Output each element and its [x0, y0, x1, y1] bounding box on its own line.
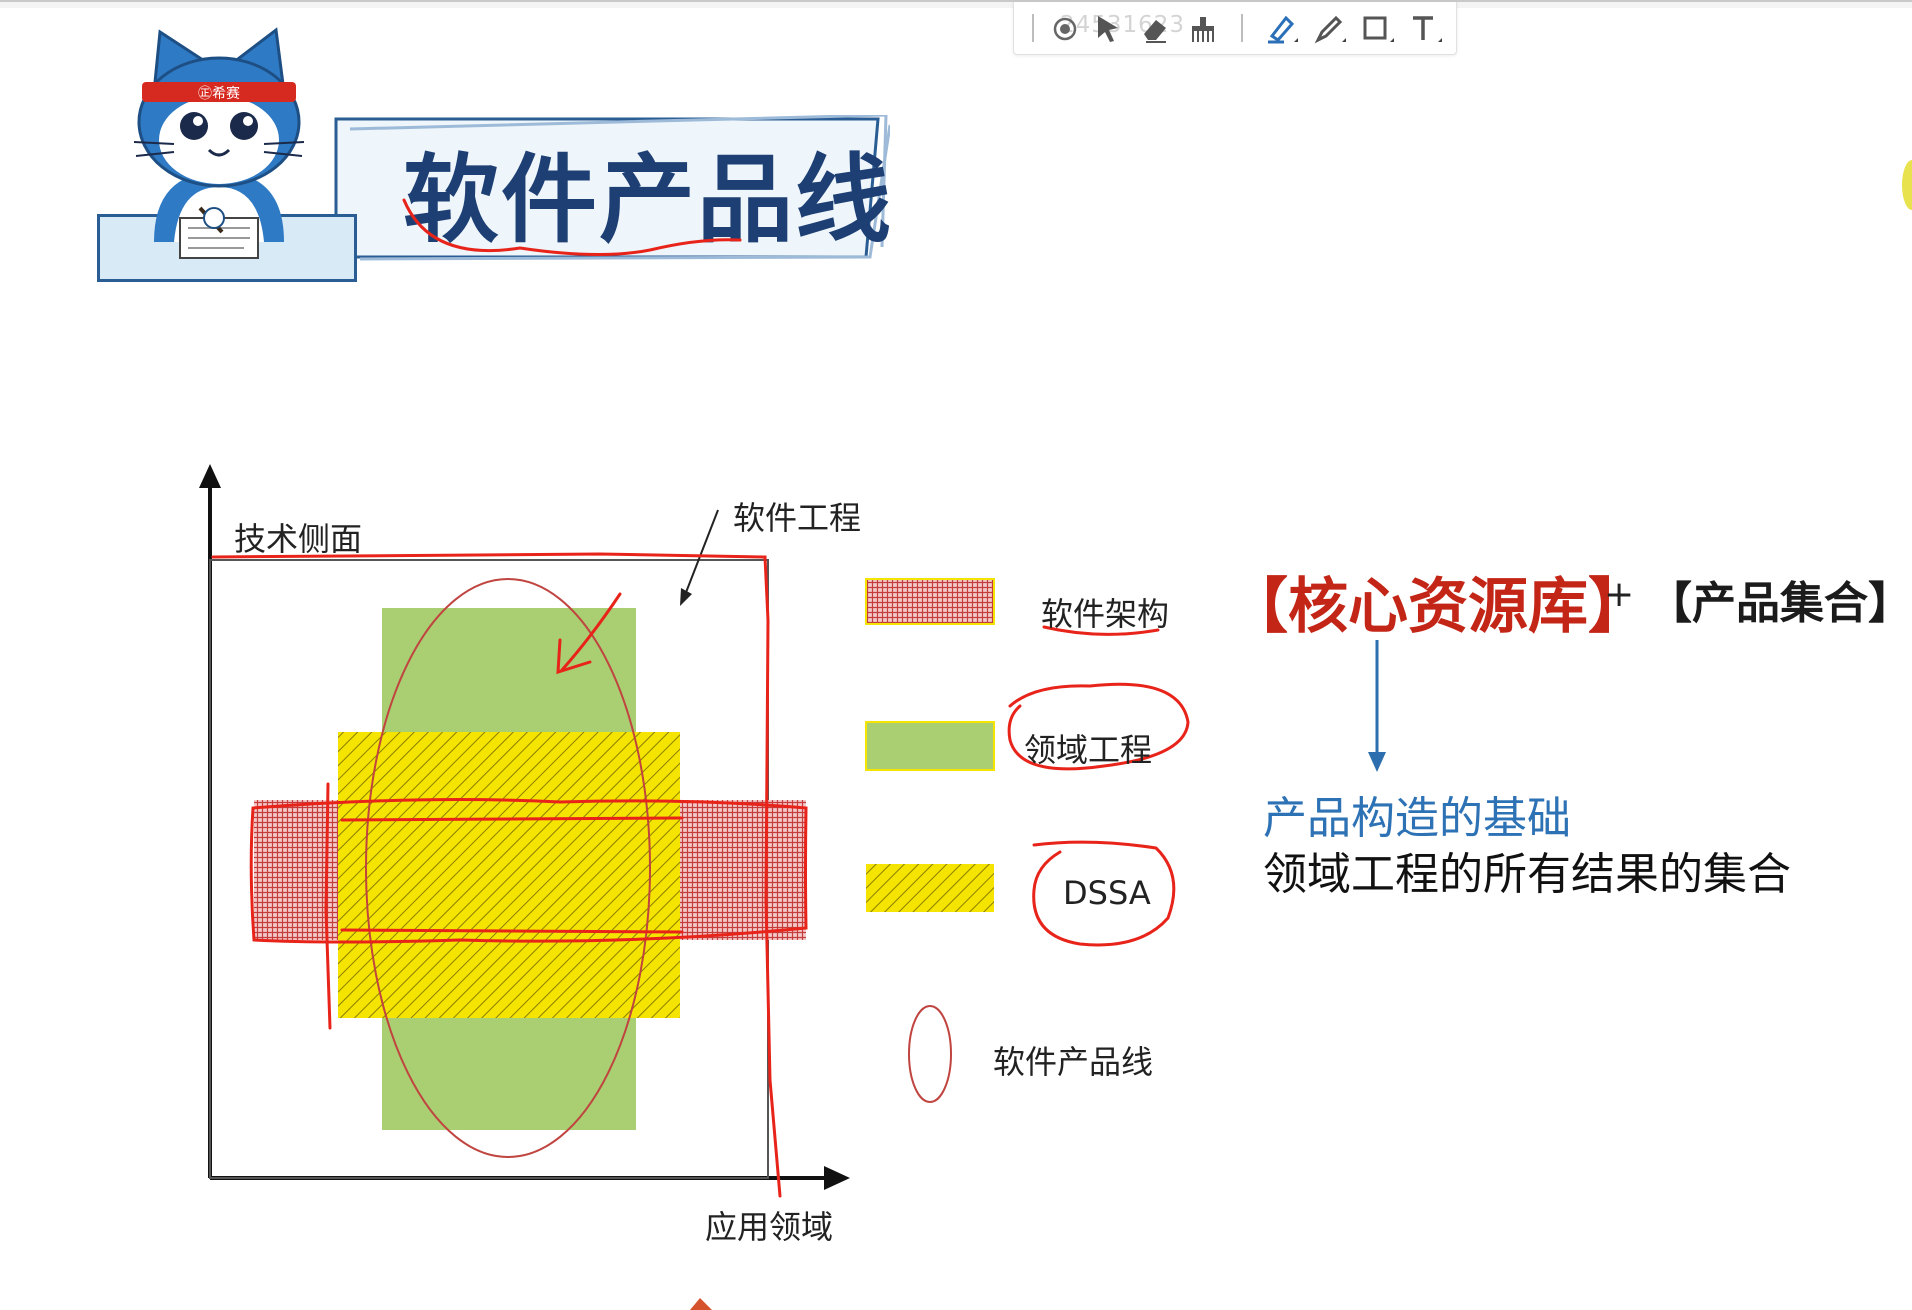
mascot-band-text: ㊣希赛	[198, 86, 240, 102]
clear-icon[interactable]	[1186, 12, 1222, 46]
legend-architecture-label: 软件架构	[1041, 595, 1170, 633]
architecture-region-left	[254, 800, 338, 940]
legend-dssa-label: DSSA	[1063, 874, 1151, 912]
core-assets-label: 【核心资源库】	[1228, 572, 1648, 642]
toolbar-grip[interactable]	[1032, 14, 1034, 42]
text-icon[interactable]	[1408, 12, 1444, 46]
pen-cursor-icon	[690, 1298, 712, 1310]
mascot-cat-icon: ㊣希赛	[133, 27, 305, 259]
dssa-region	[338, 732, 680, 1018]
legend-product-line-ellipse	[908, 1005, 952, 1103]
legend-product-line-label: 软件产品线	[993, 1043, 1154, 1081]
product-set-label: 【产品集合】	[1648, 578, 1912, 629]
box-label: 软件工程	[733, 499, 862, 537]
legend-dssa-swatch	[866, 864, 994, 912]
box-pointer-line	[684, 509, 719, 596]
edge-marker	[1902, 160, 1912, 210]
page-title: 软件产品线	[403, 144, 893, 256]
annotation-toolbar: 24531623	[1013, 2, 1457, 55]
session-id: 24531623	[1060, 12, 1186, 38]
legend-architecture-swatch	[865, 578, 995, 625]
eraser-icon[interactable]	[1138, 12, 1174, 46]
title-banner	[334, 115, 890, 261]
legend-domain-label: 领域工程	[1024, 731, 1153, 769]
pen-icon[interactable]	[1312, 12, 1348, 46]
toolbar-divider	[1241, 14, 1243, 42]
flow-arrow-icon	[1368, 752, 1386, 772]
architecture-region-right	[680, 800, 806, 940]
pointer-icon[interactable]	[1092, 12, 1128, 46]
foundation-text: 产品构造的基础	[1263, 793, 1571, 844]
highlighter-icon[interactable]	[1264, 12, 1300, 46]
x-axis-label: 应用领域	[705, 1208, 834, 1246]
rectangle-icon[interactable]	[1360, 12, 1396, 46]
top-border	[0, 0, 1912, 8]
y-axis-label: 技术侧面	[234, 520, 363, 558]
product-line-ellipse	[365, 578, 651, 1158]
description-text: 领域工程的所有结果的集合	[1263, 849, 1791, 900]
x-axis-arrow-icon	[824, 1166, 850, 1190]
plus-sign: +	[1604, 574, 1635, 615]
legend-domain-swatch	[865, 721, 995, 771]
y-axis-arrow-icon	[199, 464, 221, 488]
hand-annotations	[211, 198, 1190, 1198]
box-pointer-arrow-icon	[680, 588, 692, 606]
record-icon[interactable]	[1049, 12, 1085, 46]
